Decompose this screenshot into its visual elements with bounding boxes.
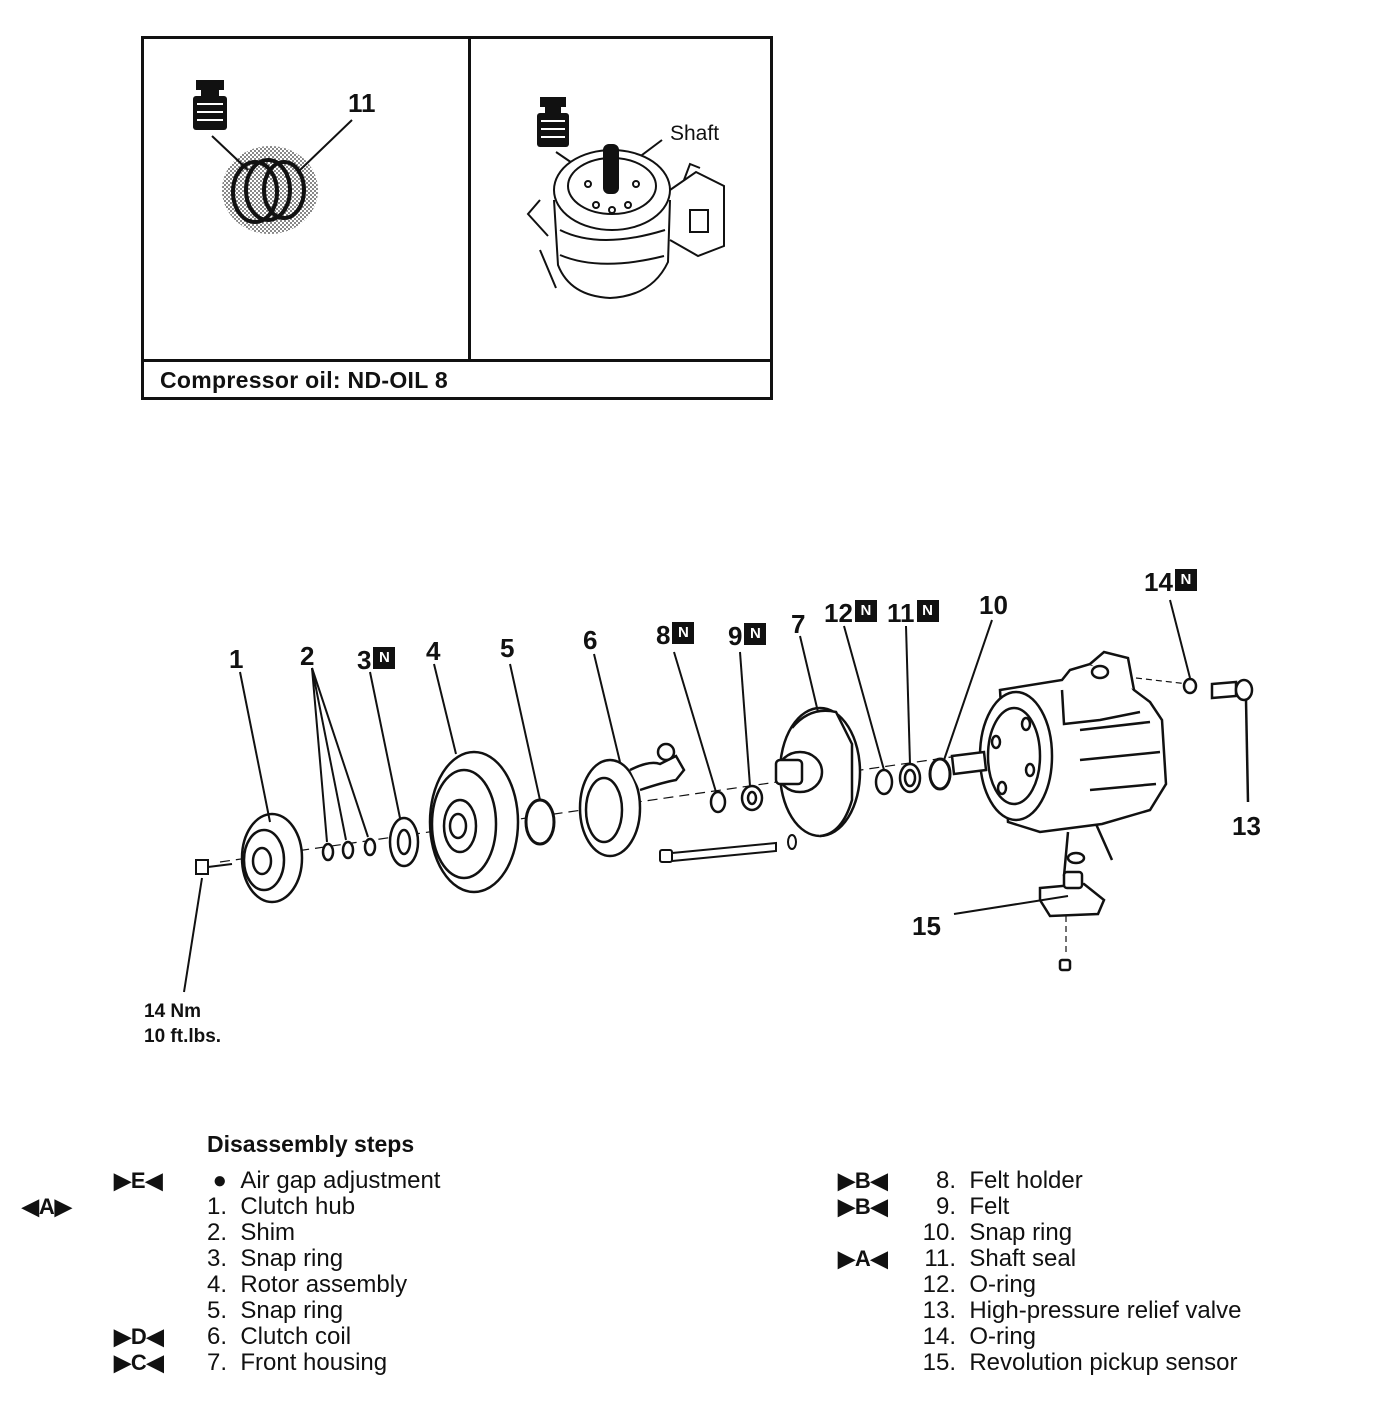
callout-6: 6 — [583, 625, 598, 655]
callout-2: 2 — [300, 641, 315, 671]
shim-part — [321, 837, 377, 862]
new-part-badge: N — [373, 647, 396, 669]
o-ring-part — [874, 768, 894, 796]
step-item: 8. Felt holder — [935, 1167, 1083, 1194]
oil-can-icon — [193, 80, 227, 130]
callout-10: 10 — [979, 590, 1008, 620]
felt-part — [740, 784, 764, 812]
oil-can-icon — [537, 97, 569, 147]
service-marker: ▶B◀ — [838, 1168, 888, 1193]
service-marker: ▶A◀ — [838, 1246, 888, 1271]
new-part-badge: N — [672, 622, 695, 644]
through-bolt-part — [659, 834, 797, 863]
service-marker-outer: ◀A▶ — [22, 1194, 72, 1219]
step-item: 10. Snap ring — [922, 1219, 1073, 1246]
service-marker: ▶B◀ — [838, 1194, 888, 1219]
steps-heading: Disassembly steps — [207, 1131, 415, 1157]
clutch-coil-part — [578, 742, 686, 858]
step-item: 11. Shaft seal — [924, 1245, 1077, 1272]
snap-ring-part — [928, 757, 952, 791]
shaft-label: Shaft — [670, 122, 720, 145]
callout-1: 1 — [229, 644, 244, 674]
step-item: 14. O-ring — [922, 1323, 1037, 1350]
torque-nm: 14 Nm — [144, 1001, 202, 1022]
step-item: 1. Clutch hub — [206, 1193, 356, 1220]
felt-holder-part — [709, 790, 727, 814]
new-part-badge: N — [744, 623, 767, 645]
new-part-badge: N — [854, 600, 877, 622]
rotor-assembly-part — [428, 750, 520, 894]
oil-application-panel — [141, 36, 773, 400]
service-marker: ▶E◀ — [114, 1168, 163, 1193]
clutch-hub-part — [240, 812, 304, 904]
callout-11: 11 — [348, 88, 376, 118]
relief-valve-part — [1210, 678, 1254, 702]
new-part-badge: N — [1174, 569, 1197, 591]
service-marker: ▶C◀ — [114, 1350, 164, 1375]
step-item: 2. Shim — [206, 1219, 296, 1246]
callout-13: 13 — [1232, 811, 1261, 841]
step-item: 3. Snap ring — [206, 1245, 344, 1272]
step-item: 13. High-pressure relief valve — [922, 1297, 1242, 1324]
front-housing-part — [774, 706, 862, 838]
callout-5: 5 — [500, 633, 515, 663]
step-item: 9. Felt — [935, 1193, 1010, 1220]
callout-15: 15 — [912, 911, 941, 941]
callout-7: 7 — [791, 609, 806, 639]
panel-divider — [141, 359, 773, 362]
shaft-seal-part — [898, 762, 922, 794]
step-item: 6. Clutch coil — [206, 1323, 352, 1350]
torque-ftlbs: 10 ft.lbs. — [144, 1025, 222, 1047]
torque-spec: 14 Nm 10 ft.lbs. — [144, 1000, 221, 1049]
step-item: ● Air gap adjustment — [212, 1167, 441, 1194]
step-item: 4. Rotor assembly — [206, 1271, 408, 1298]
snap-ring-part — [388, 816, 420, 868]
step-item: 7. Front housing — [206, 1349, 388, 1376]
hub-bolt-part — [195, 859, 233, 875]
o-ring-part — [1182, 677, 1198, 695]
new-part-badge: N — [916, 600, 939, 622]
service-marker: ▶D◀ — [114, 1324, 164, 1349]
compressor-part — [526, 144, 725, 300]
compressor-oil-note: Compressor oil: ND-OIL 8 — [160, 367, 448, 393]
step-item: 5. Snap ring — [206, 1297, 344, 1324]
step-item: 15. Revolution pickup sensor — [922, 1349, 1238, 1376]
step-item: 12. O-ring — [922, 1271, 1037, 1298]
compressor-body-part — [950, 650, 1168, 972]
callout-4: 4 — [426, 636, 441, 666]
snap-ring-part — [524, 798, 556, 846]
panel-divider — [468, 36, 471, 360]
